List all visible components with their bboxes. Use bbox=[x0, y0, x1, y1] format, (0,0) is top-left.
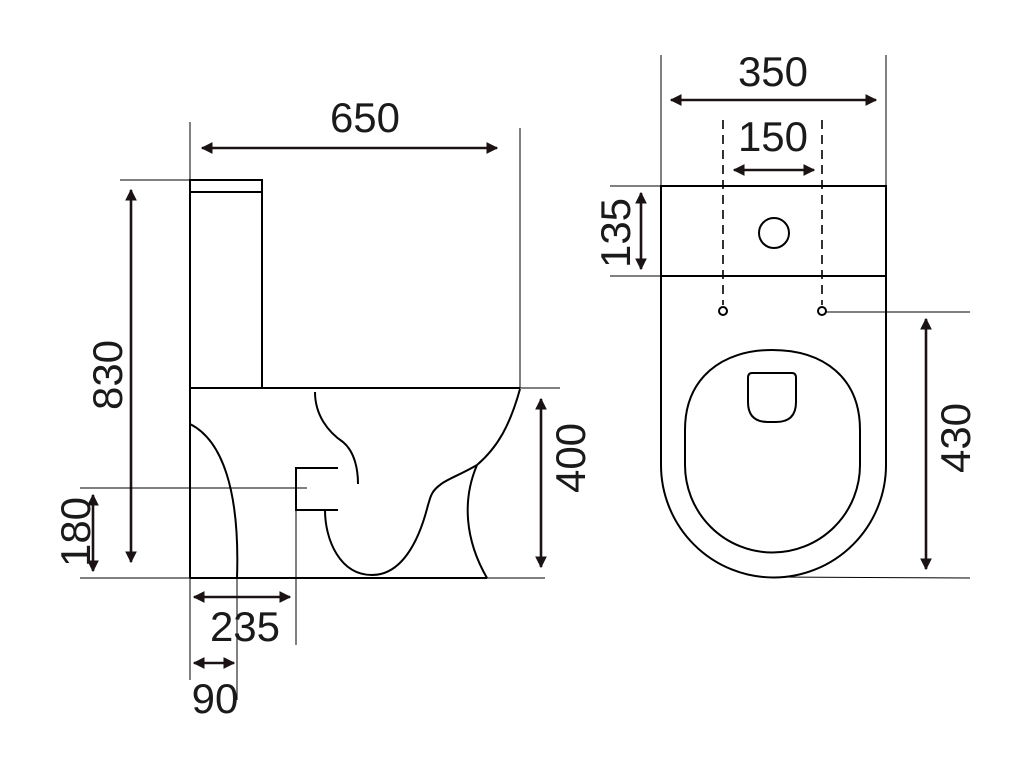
height-830-label: 830 bbox=[84, 340, 131, 410]
side-dimension-lines bbox=[80, 122, 560, 700]
seat-bolt-hole-right bbox=[817, 306, 827, 316]
tank-depth-135-label: 135 bbox=[592, 198, 639, 268]
outlet-spigot bbox=[295, 467, 338, 511]
seat-bolt-hole-left bbox=[718, 306, 728, 316]
bowl-outline bbox=[324, 388, 521, 577]
side-view: 650 830 180 400 235 90 bbox=[52, 94, 594, 722]
top-view: 350 150 135 430 bbox=[592, 48, 979, 579]
toilet-side-outline bbox=[189, 179, 521, 579]
outlet-height-180-label: 180 bbox=[52, 497, 99, 567]
outlet-distance-235-label: 235 bbox=[210, 603, 280, 650]
cistern-top bbox=[660, 185, 887, 277]
bowl-height-400-label: 400 bbox=[547, 423, 594, 493]
bolt-spacing-150-label: 150 bbox=[738, 113, 808, 160]
lid-handle bbox=[747, 372, 797, 423]
width-350-label: 350 bbox=[738, 48, 808, 95]
top-dimension-lines bbox=[610, 55, 971, 579]
toilet-top-outline bbox=[660, 120, 887, 579]
bowl-top-outline bbox=[660, 276, 887, 579]
base-offset-90-label: 90 bbox=[192, 675, 239, 722]
seat-lid bbox=[684, 348, 861, 554]
trap-curve bbox=[314, 391, 359, 485]
flush-button bbox=[758, 217, 790, 249]
front-foot-curve bbox=[466, 464, 488, 579]
bowl-length-430-label: 430 bbox=[932, 403, 979, 473]
cistern-side bbox=[189, 179, 263, 389]
width-650-label: 650 bbox=[330, 94, 400, 141]
rear-foot-curve bbox=[189, 423, 239, 579]
